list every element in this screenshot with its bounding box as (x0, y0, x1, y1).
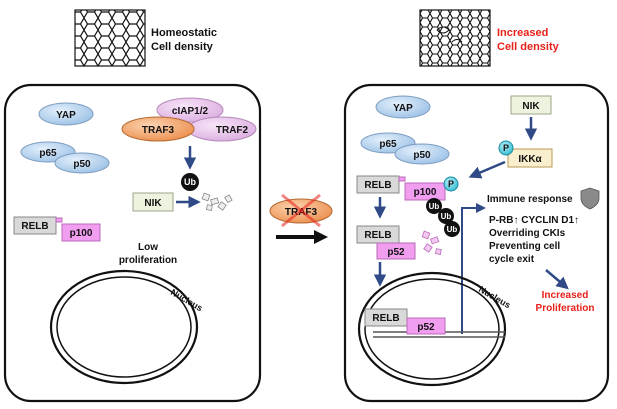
right-cycle-label: cycle exit (489, 254, 535, 265)
left-yap-oval (38, 102, 94, 126)
right-p50-label: p50 (413, 150, 431, 161)
right-p100-box (404, 182, 446, 201)
right-preventing-label: Preventing cell (489, 241, 560, 252)
right-ub1-circle (426, 198, 442, 214)
right-yap-oval (375, 95, 431, 119)
left-p100-label: p100 (70, 228, 93, 239)
left-ciap-label: cIAP1/2 (172, 106, 209, 117)
right-header-line2: Cell density (497, 41, 560, 53)
right-ub2-circle (438, 208, 454, 224)
left-header-grid (74, 9, 146, 67)
middle-cross-line-2 (281, 193, 321, 228)
right-ub2-label: Ub (441, 212, 452, 221)
shield-icon (580, 187, 600, 210)
left-nucleus-outer (49, 269, 199, 385)
right-ikka-phospho-circle (498, 140, 514, 156)
right-gene-activation-line (461, 203, 486, 334)
right-ikka-box (507, 148, 553, 168)
left-header-line1: Homeostatic (151, 27, 217, 39)
left-ub-circle (181, 173, 199, 191)
right-ikka-label: IKKα (518, 154, 542, 165)
left-p50-label: p50 (73, 159, 91, 170)
left-nik-label: NIK (144, 198, 162, 209)
right-p100-label: p100 (414, 187, 437, 198)
right-degraded-fragments (421, 230, 442, 255)
right-nik-label: NIK (522, 101, 540, 112)
right-increased-line2: Proliferation (536, 303, 595, 314)
right-ikka-phospho-label: P (503, 143, 509, 153)
left-p65-label: p65 (39, 148, 57, 159)
right-arrow-proliferation (545, 269, 569, 290)
middle-transition-arrow (276, 230, 328, 244)
right-relb3-label: RELB (372, 313, 399, 324)
right-header-line1: Increased (497, 27, 548, 39)
left-nik-box (132, 192, 174, 212)
left-header-line2: Cell density (151, 41, 214, 53)
left-ciap-oval (156, 97, 224, 123)
left-relb-box (13, 216, 57, 235)
left-degraded-fragments (201, 192, 233, 211)
left-traf2-label: TRAF2 (216, 125, 249, 136)
left-p50-oval (54, 152, 110, 174)
right-p100-tab (398, 176, 406, 182)
right-arrow-ikka-p100 (468, 160, 506, 179)
right-nik-box (510, 95, 552, 115)
right-prb-label: P-RB↑ CYCLIN D1↑ (489, 215, 579, 226)
right-p100-phospho-label: P (448, 179, 454, 189)
left-low-line2: proliferation (119, 255, 177, 266)
right-p52-label: p52 (387, 247, 405, 258)
right-increased-line1: Increased (542, 290, 589, 301)
left-nucleus-inner (56, 276, 192, 378)
right-ub1-label: Ub (429, 202, 440, 211)
left-traf3-label: TRAF3 (142, 125, 175, 136)
right-p52-box (376, 242, 416, 260)
right-p50-oval (394, 143, 450, 165)
right-ub3-label: Ub (447, 225, 458, 234)
left-ub-label: Ub (184, 177, 196, 187)
right-yap-label: YAP (393, 103, 413, 114)
right-header-grid (419, 9, 491, 67)
right-p100-phospho-circle (443, 176, 459, 192)
left-traf3-oval (121, 116, 195, 142)
left-yap-label: YAP (56, 110, 76, 121)
right-relb1-box (356, 175, 400, 194)
right-p52b-label: p52 (417, 322, 435, 333)
right-relb1-label: RELB (364, 180, 391, 191)
right-relb2-label: RELB (364, 230, 391, 241)
left-low-line1: Low (138, 242, 158, 253)
right-nucleus-outer (357, 271, 507, 387)
right-p65-label: p65 (379, 139, 397, 150)
right-ub3-circle (444, 221, 460, 237)
left-p100-box (61, 223, 101, 242)
left-relb-label: RELB (21, 221, 48, 232)
left-p100-tab (55, 217, 63, 223)
right-immune-label: Immune response (487, 194, 573, 205)
right-nucleus-inner (364, 278, 500, 380)
right-p52b-box (406, 317, 446, 335)
right-ckis-label: Overriding CKIs (489, 228, 566, 239)
